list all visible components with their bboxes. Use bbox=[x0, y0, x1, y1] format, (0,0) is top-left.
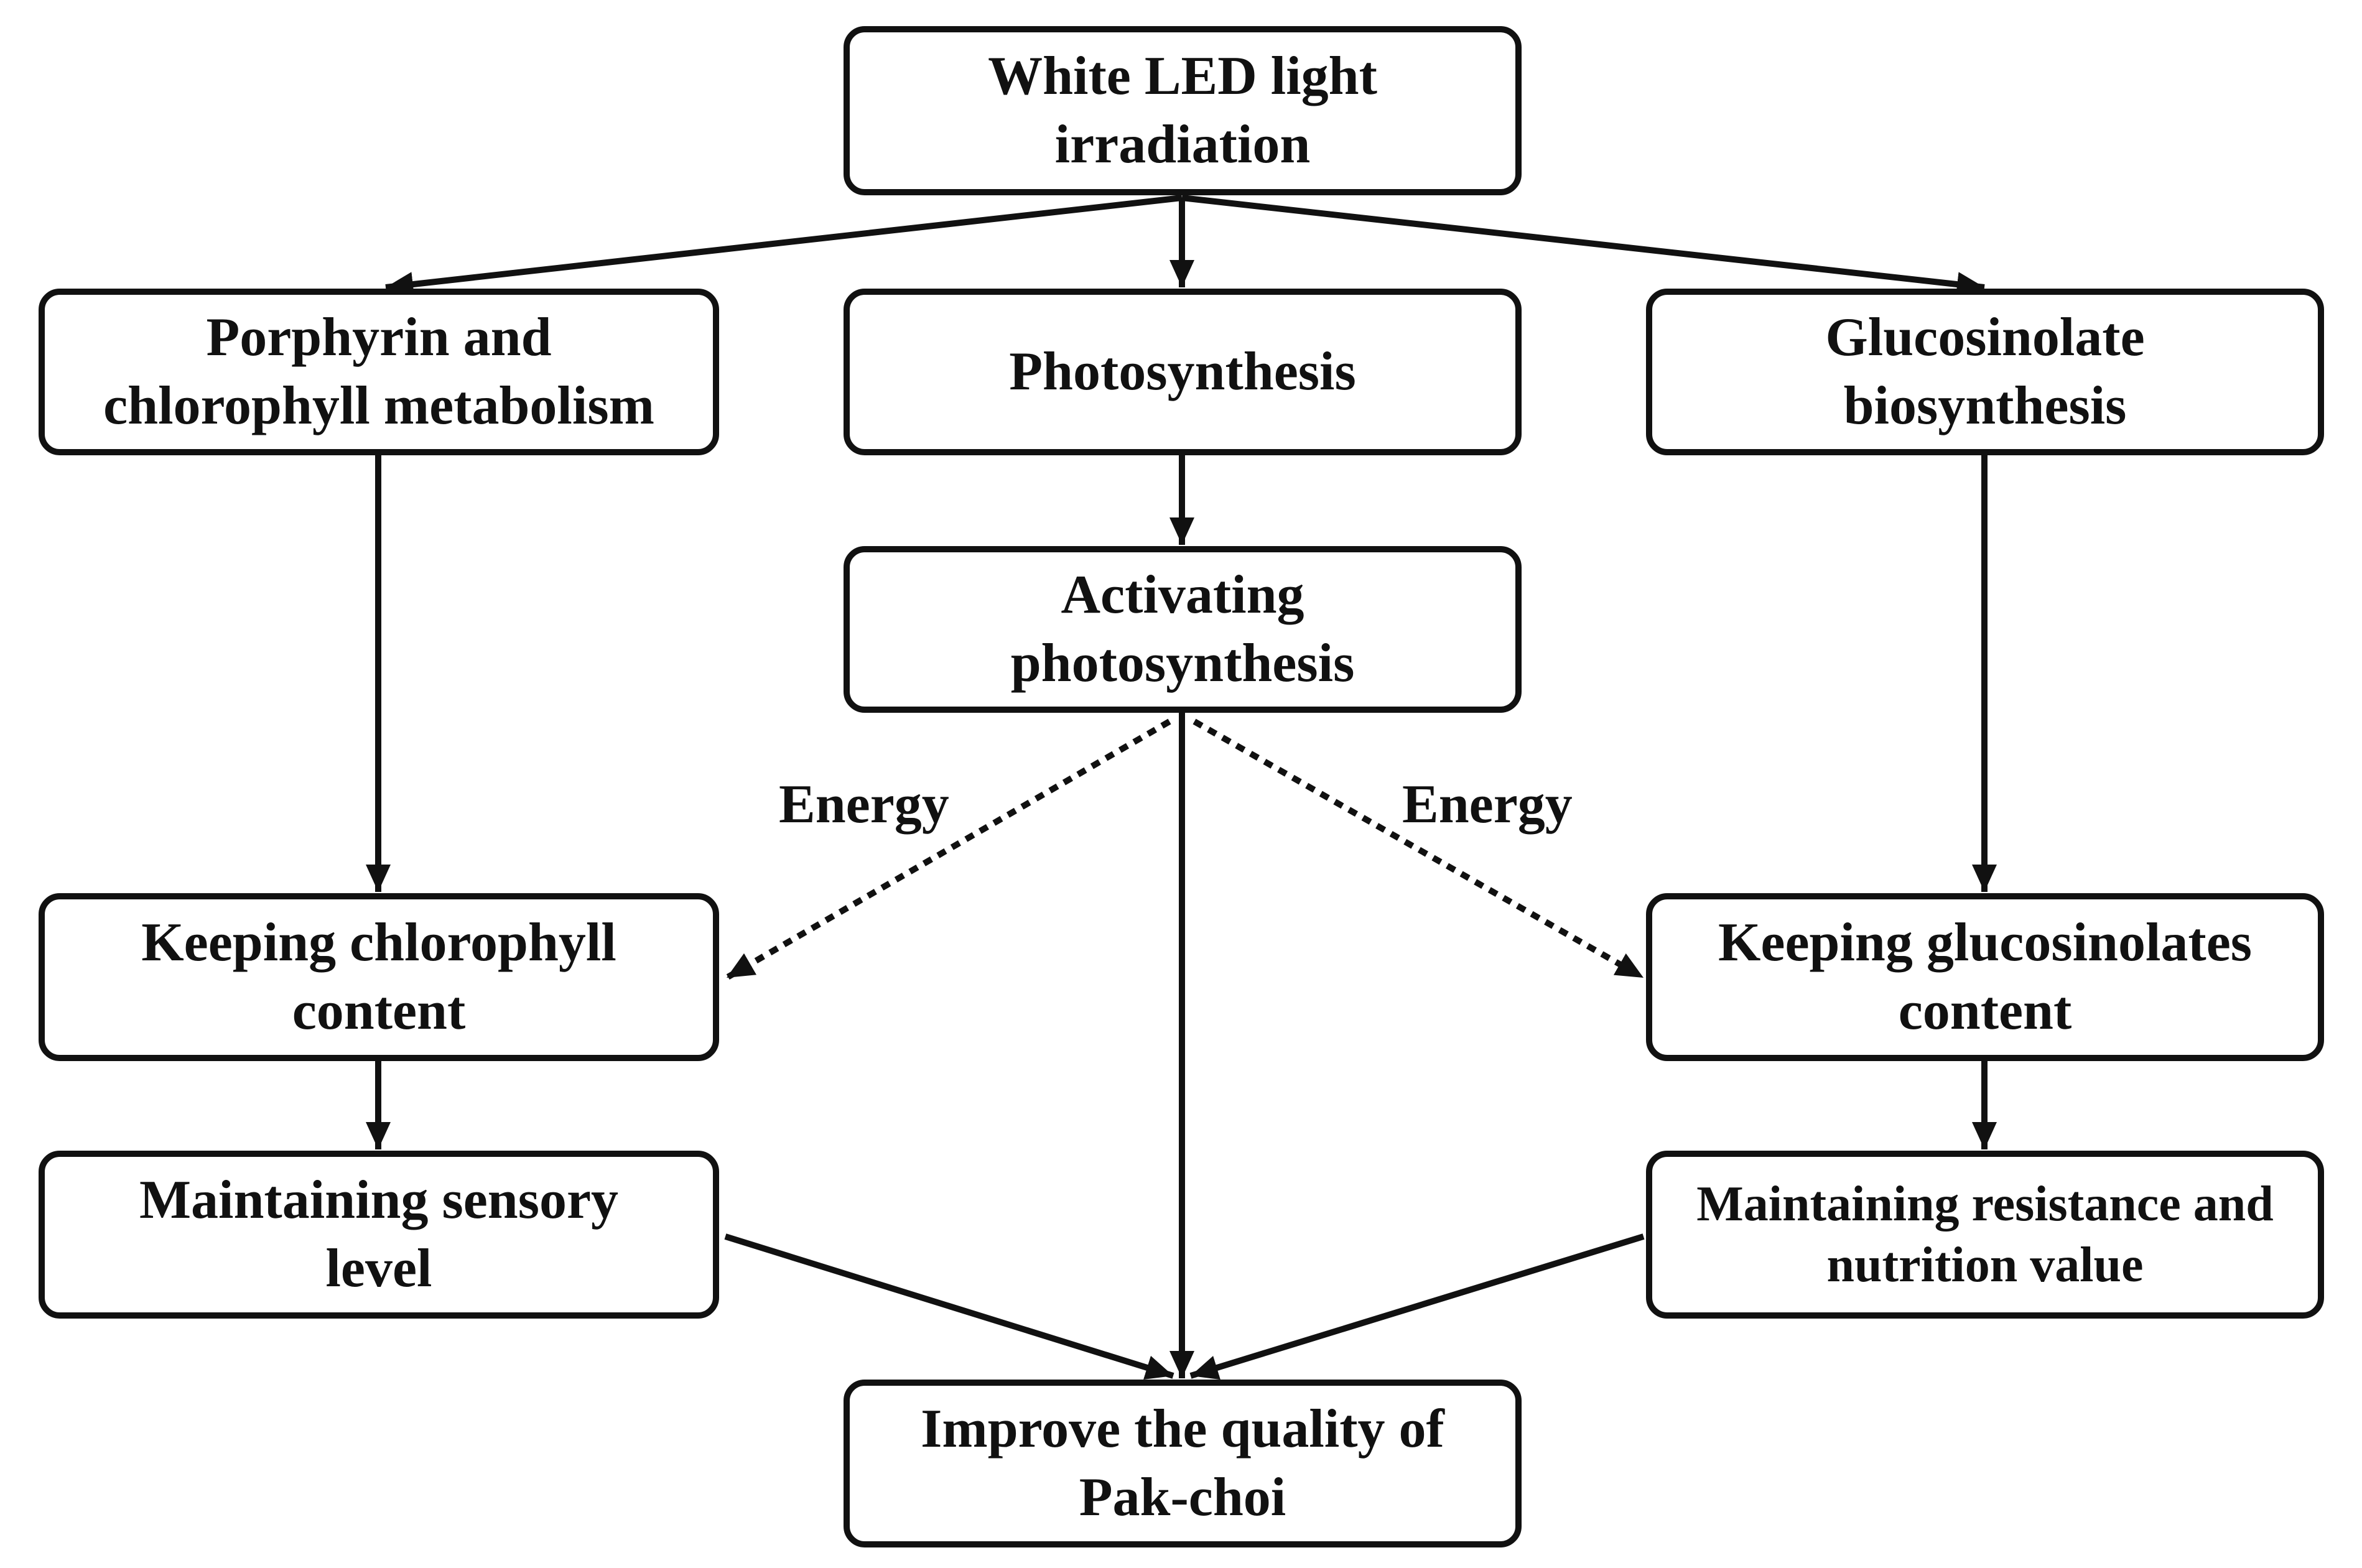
node-glucosinolate-biosynthesis: Glucosinolate biosynthesis bbox=[1646, 289, 2324, 455]
node-activating-line-1: Activating bbox=[1061, 565, 1304, 625]
dotted-arrow-activating-to-keep-chlorophyll bbox=[725, 718, 1171, 981]
dotted-arrow-activating-to-keep-glucosinolates bbox=[1193, 718, 1645, 981]
arrow-led-to-glucosinolate bbox=[1181, 195, 1985, 297]
node-sensory-line-2: level bbox=[325, 1238, 432, 1299]
node-photosynthesis: Photosynthesis bbox=[844, 289, 1522, 455]
node-white-led-line-1: White LED light bbox=[988, 46, 1377, 106]
node-keep-chlorophyll-line-1: Keeping chlorophyll bbox=[141, 912, 616, 973]
arrow-led-to-porphyrin bbox=[385, 195, 1183, 297]
node-keep-glucosinolates-line-2: content bbox=[1898, 981, 2072, 1041]
node-porphyrin-line-2: chlorophyll metabolism bbox=[103, 376, 654, 436]
node-activating-photosynthesis: Activating photosynthesis bbox=[844, 546, 1522, 713]
node-keeping-glucosinolates-content: Keeping glucosinolates content bbox=[1646, 893, 2324, 1061]
node-improve-line-2: Pak-choi bbox=[1079, 1467, 1286, 1528]
node-porphyrin-line-1: Porphyrin and bbox=[206, 307, 552, 368]
node-keep-glucosinolates-line-1: Keeping glucosinolates bbox=[1718, 912, 2253, 973]
arrow-sensory-to-improve bbox=[724, 1233, 1174, 1380]
node-keeping-chlorophyll-content: Keeping chlorophyll content bbox=[39, 893, 719, 1061]
node-sensory-line-1: Maintaining sensory bbox=[139, 1170, 619, 1230]
node-porphyrin-chlorophyll-metabolism: Porphyrin and chlorophyll metabolism bbox=[39, 289, 719, 455]
node-glucosinolate-line-1: Glucosinolate bbox=[1825, 307, 2145, 368]
node-resistance-line-2: nutrition value bbox=[1826, 1238, 2144, 1292]
node-maintaining-resistance-nutrition: Maintaining resistance and nutrition val… bbox=[1646, 1151, 2324, 1319]
node-activating-line-2: photosynthesis bbox=[1010, 633, 1355, 694]
arrow-resistance-to-improve bbox=[1189, 1233, 1645, 1380]
node-white-led-line-2: irradiation bbox=[1054, 114, 1311, 175]
node-white-led-irradiation: White LED light irradiation bbox=[844, 26, 1522, 195]
node-glucosinolate-line-2: biosynthesis bbox=[1843, 376, 2127, 436]
node-keep-chlorophyll-line-2: content bbox=[292, 981, 466, 1041]
edge-label-energy-left: Energy bbox=[779, 774, 949, 835]
node-photosynthesis-line-1: Photosynthesis bbox=[1009, 341, 1356, 402]
node-improve-quality-pak-choi: Improve the quality of Pak-choi bbox=[844, 1380, 1522, 1547]
node-improve-line-1: Improve the quality of bbox=[921, 1399, 1444, 1459]
node-maintaining-sensory-level: Maintaining sensory level bbox=[39, 1151, 719, 1319]
edge-label-energy-right: Energy bbox=[1402, 774, 1573, 835]
node-resistance-line-1: Maintaining resistance and bbox=[1696, 1177, 2274, 1232]
